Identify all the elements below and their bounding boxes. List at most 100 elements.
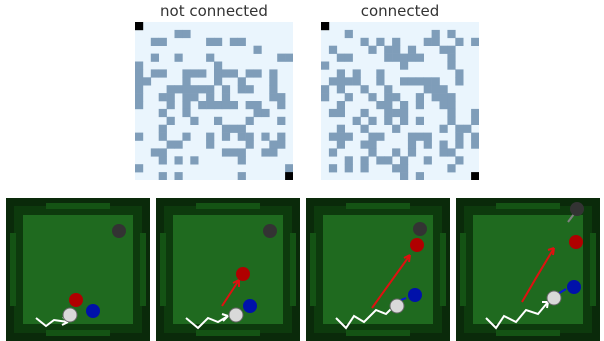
wall-cell [175,85,183,93]
wall-cell [432,77,440,85]
wall-cell [432,30,440,38]
wall-cell [143,77,151,85]
wall-cell [416,93,424,101]
wall-cell [135,133,143,141]
wall-cell [455,156,463,164]
wall-cell [214,38,222,46]
wall-cell [151,38,159,46]
wall-cell [471,109,479,117]
black-ball [413,222,427,236]
wall-cell [238,38,246,46]
wall-cell [368,141,376,149]
endpoint-cell [471,172,479,180]
wall-cell [222,101,230,109]
cue-ball [229,308,243,322]
wall-cell [206,93,214,101]
wall-cell [175,172,183,180]
wall-cell [246,117,254,125]
wall-cell [455,133,463,141]
cue-ball [547,291,561,305]
endpoint-cell [285,172,293,180]
black-ball [570,202,584,216]
wall-cell [424,85,432,93]
wall-cell [135,77,143,85]
wall-cell [368,148,376,156]
wall-cell [392,109,400,117]
wall-cell [440,125,448,133]
wall-cell [368,93,376,101]
wall-cell [261,133,269,141]
wall-cell [190,117,198,125]
wall-cell [337,85,345,93]
wall-cell [182,77,190,85]
wall-cell [159,109,167,117]
wall-cell [167,85,175,93]
wall-cell [329,133,337,141]
wall-cell [376,101,384,109]
wall-cell [254,46,262,54]
wall-cell [135,62,143,70]
wall-cell [277,93,285,101]
red-ball [236,267,250,281]
wall-cell [400,164,408,172]
wall-cell [400,109,408,117]
not-connected-title: not connected [135,2,293,20]
wall-cell [400,54,408,62]
wall-cell [408,46,416,54]
wall-cell [238,77,246,85]
wall-cell [447,101,455,109]
wall-cell [182,93,190,101]
wall-cell [440,85,448,93]
wall-cell [167,93,175,101]
wall-cell [277,54,285,62]
wall-cell [424,38,432,46]
not-connected-maze-grid [135,22,293,180]
wall-cell [440,93,448,101]
wall-cell [277,101,285,109]
wall-cell [230,125,238,133]
wall-cell [269,85,277,93]
wall-cell [384,101,392,109]
wall-cell [345,156,353,164]
wall-cell [151,69,159,77]
wall-cell [222,148,230,156]
wall-cell [447,46,455,54]
wall-cell [471,117,479,125]
wall-cell [246,101,254,109]
wall-cell [408,148,416,156]
wall-cell [182,69,190,77]
wall-cell [167,101,175,109]
red-ball [410,238,424,252]
wall-cell [392,54,400,62]
wall-cell [222,133,230,141]
wall-cell [447,148,455,156]
wall-cell [392,93,400,101]
blue-ball [86,304,100,318]
wall-cell [345,164,353,172]
wall-cell [206,85,214,93]
wall-cell [198,69,206,77]
wall-cell [447,30,455,38]
table [306,198,450,341]
wall-cell [329,164,337,172]
wall-cell [368,117,376,125]
wall-cell [455,69,463,77]
wall-cell [400,77,408,85]
wall-cell [440,101,448,109]
wall-cell [214,62,222,70]
wall-cell [182,30,190,38]
wall-cell [361,164,369,172]
wall-cell [447,93,455,101]
wall-cell [175,141,183,149]
wall-cell [182,101,190,109]
wall-cell [151,148,159,156]
wall-cell [190,156,198,164]
wall-cell [408,133,416,141]
red-ball [69,293,83,307]
wall-cell [400,172,408,180]
wall-cell [135,164,143,172]
wall-cell [440,148,448,156]
wall-cell [384,46,392,54]
table [156,198,300,341]
wall-cell [400,62,408,70]
